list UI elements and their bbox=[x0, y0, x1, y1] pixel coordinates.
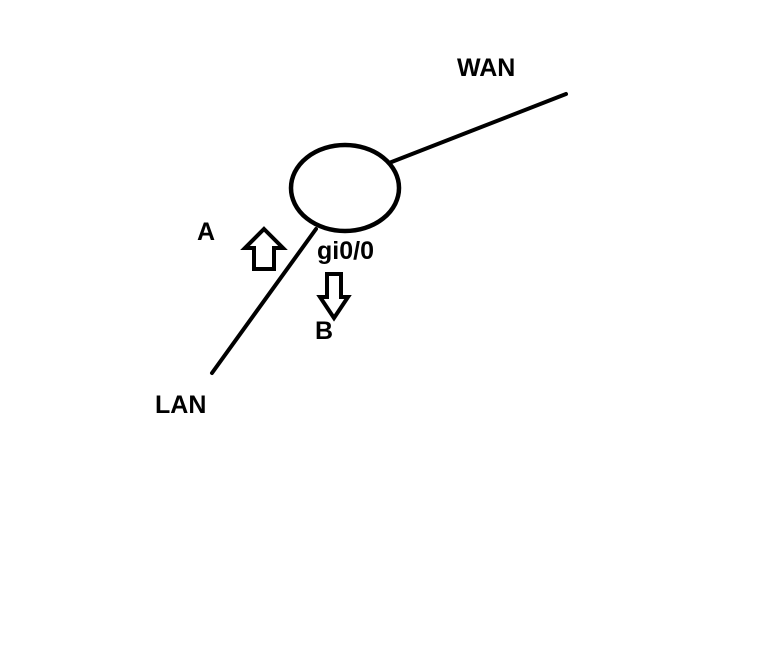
wan-link-line bbox=[387, 92, 568, 165]
lan-label: LAN bbox=[155, 391, 207, 419]
wan-label: WAN bbox=[457, 54, 516, 82]
interface-gi0-0-label: gi0/0 bbox=[317, 237, 374, 265]
arrow-b-label: B bbox=[315, 317, 334, 345]
router-node-circle bbox=[288, 142, 402, 234]
down-arrow-icon bbox=[316, 272, 352, 322]
up-arrow-icon bbox=[240, 226, 288, 271]
arrow-a-label: A bbox=[197, 218, 216, 246]
lan-link-line bbox=[210, 227, 318, 375]
